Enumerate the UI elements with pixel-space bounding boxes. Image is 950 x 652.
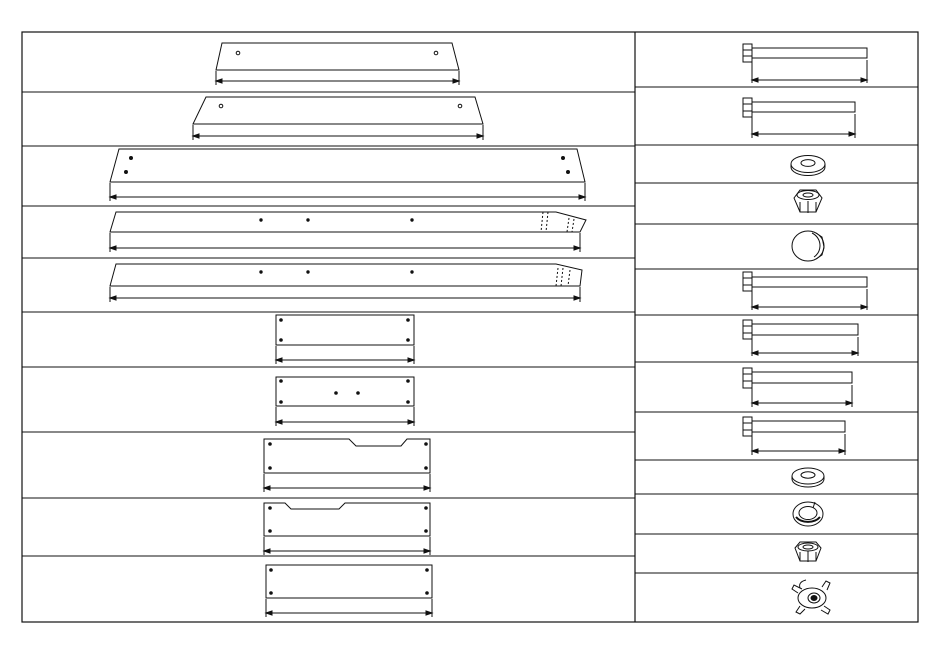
dimension-line [752, 289, 867, 310]
dimension-line [752, 385, 852, 407]
parts-table-grid [22, 32, 918, 622]
hex-bolt-short [743, 368, 852, 407]
hex-nut-icon [795, 542, 821, 562]
panel-plain-board [266, 565, 432, 617]
hex-bolt-long [743, 44, 867, 83]
panel-base-board [110, 149, 585, 201]
panel-top-rail-long [193, 97, 483, 140]
dimension-line [752, 434, 845, 455]
panel-notched-board-b [264, 503, 430, 555]
dimension-line [110, 287, 580, 302]
dimension-line [264, 537, 430, 555]
hex-bolt-medium [743, 98, 855, 138]
lock-nut-icon [794, 190, 822, 213]
spring-washer-icon [793, 502, 823, 526]
dimension-line [110, 183, 585, 201]
tee-nut-icon [792, 580, 830, 614]
dimension-line [216, 71, 459, 85]
dimension-line [752, 337, 858, 356]
panel-top-rail-short [216, 43, 459, 85]
dimension-line [752, 114, 855, 138]
cap-nut-icon [792, 231, 824, 261]
hex-bolt-long-b [743, 272, 867, 310]
dimension-line [752, 60, 867, 83]
flat-washer-small-icon [792, 468, 824, 487]
hex-bolt-medium-b [743, 320, 858, 356]
dimension-line [264, 474, 430, 492]
panel-small-board-a [276, 315, 414, 364]
panel-small-board-b [276, 377, 414, 426]
dimension-line [266, 599, 432, 617]
flat-washer-icon [791, 156, 825, 176]
panel-side-rail-left [110, 212, 586, 252]
dimension-line [276, 346, 414, 364]
panel-notched-board-a [264, 439, 430, 492]
dimension-line [110, 233, 580, 252]
dimension-line [193, 125, 483, 140]
hex-bolt-shortest [743, 417, 845, 455]
dimension-line [276, 407, 414, 426]
panel-side-rail-right [110, 264, 582, 302]
